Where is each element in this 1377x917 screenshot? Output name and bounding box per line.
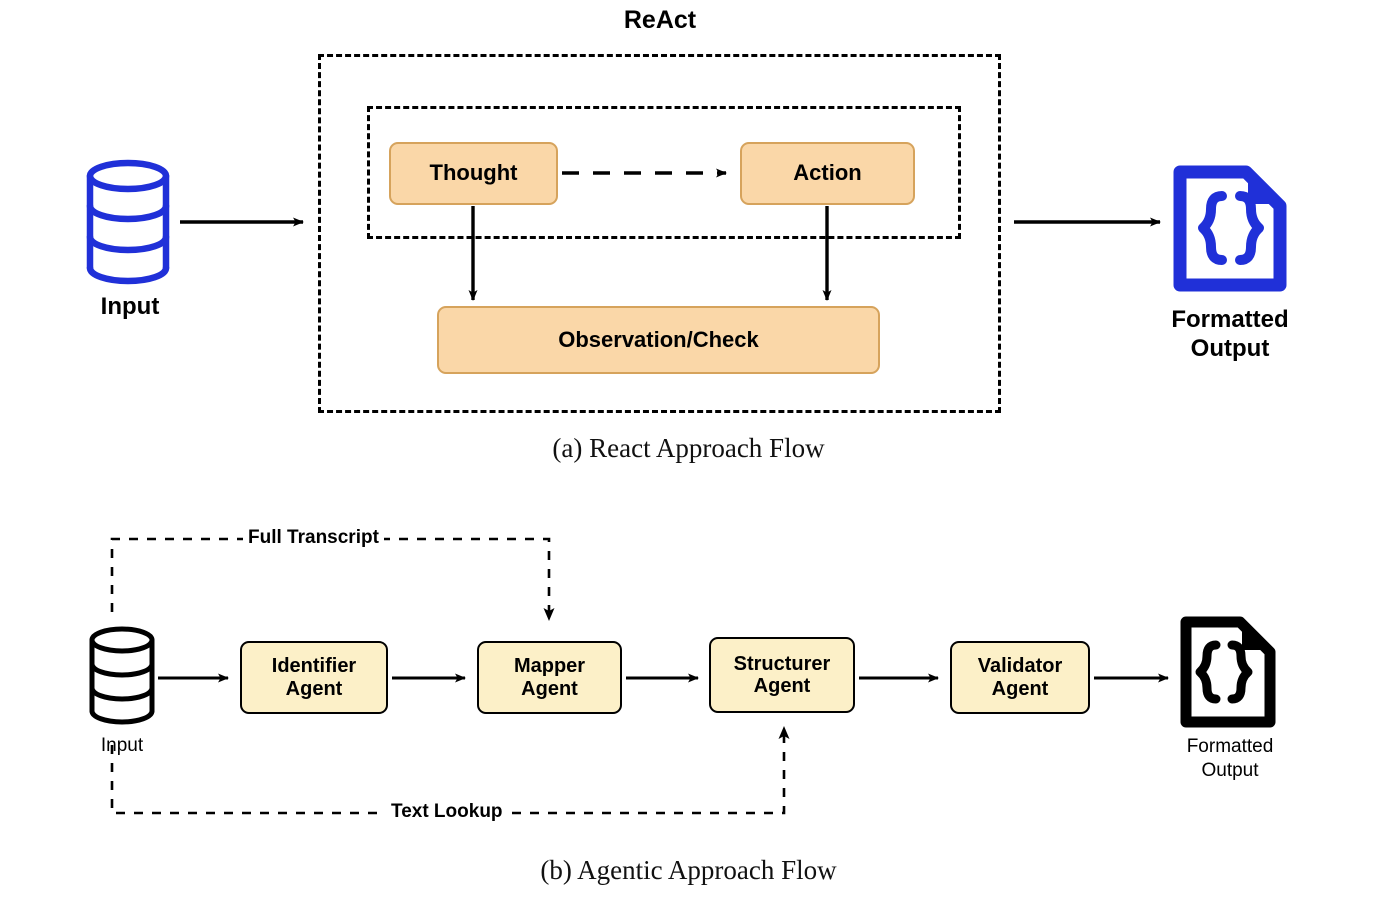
node-validator-agent[interactable]: Validator Agent [950,641,1090,714]
node-action[interactable]: Action [740,142,915,205]
node-identifier-agent-line2: Agent [285,677,343,700]
input-label-a: Input [100,293,160,320]
node-structurer-agent-line2: Agent [753,675,811,697]
node-structurer-agent[interactable]: Structurer Agent [709,637,855,713]
caption-panel-a: (a) React Approach Flow [552,433,825,463]
node-validator-agent-line1: Validator [977,655,1063,678]
node-mapper-agent-line2: Agent [521,677,578,700]
formatted-output-label-b: Formatted Output [1140,735,1320,783]
node-thought[interactable]: Thought [389,142,558,205]
edge-label-text-lookup: Text Lookup [386,801,508,823]
react-outer-boundary [318,54,1001,413]
node-mapper-agent[interactable]: Mapper Agent [477,641,622,714]
formatted-output-label-a: Formatted Output [1135,306,1325,364]
input-label-b: Input [100,735,144,756]
caption-panel-b: (b) Agentic Approach Flow [540,855,837,885]
edge-full-transcript [110,537,555,621]
formatted-output-label-a-line1: Formatted [1171,306,1289,333]
json-document-icon-b [1180,616,1276,728]
database-cylinder-icon-b [89,626,155,725]
node-structurer-agent-line1: Structurer [733,652,831,675]
node-identifier-agent-line1: Identifier [271,655,357,678]
node-identifier-agent[interactable]: Identifier Agent [240,641,388,714]
edge-label-full-transcript: Full Transcript [243,527,384,549]
database-cylinder-icon-a [86,159,170,285]
formatted-output-label-b-line1: Formatted [1186,736,1274,757]
formatted-output-label-b-line2: Output [1201,759,1259,781]
formatted-output-label-a-line2: Output [1190,334,1270,362]
node-validator-agent-line2: Agent [991,677,1049,700]
json-document-icon-a [1173,165,1287,292]
react-panel-title: ReAct [623,6,697,34]
react-inner-boundary [367,106,961,239]
node-observation-check[interactable]: Observation/Check [437,306,880,374]
node-mapper-agent-line1: Mapper [513,655,586,678]
